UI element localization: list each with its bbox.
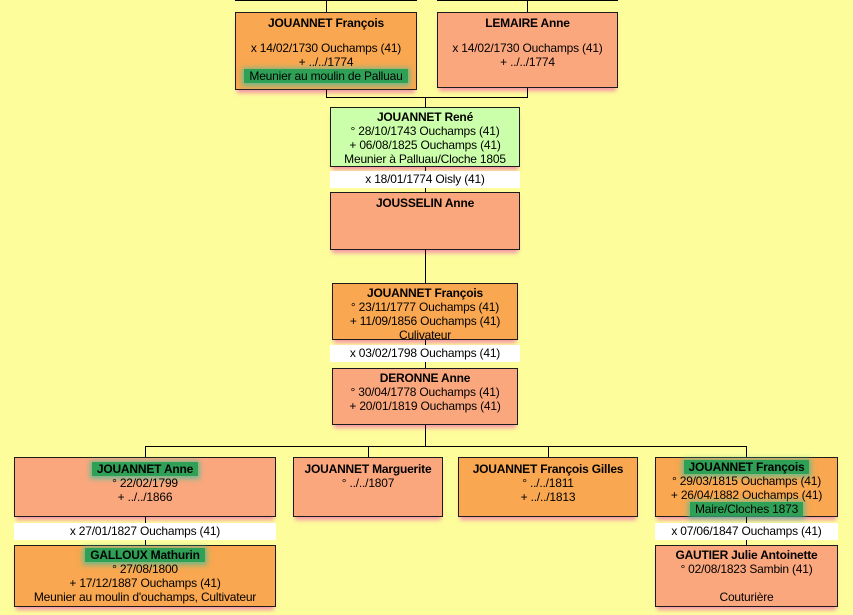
person-name: JOUANNET René (376, 110, 474, 124)
person-death-date: + 17/12/1887 Ouchamps (41) (69, 576, 221, 590)
person-occupation: Couturière (719, 590, 774, 604)
person-name: GAUTIER Julie Antoinette (675, 548, 818, 562)
person-box-deronne-anne[interactable]: DERONNE Anne ° 30/04/1778 Ouchamps (41) … (332, 368, 518, 425)
person-name: JOUANNET François Gilles (472, 462, 624, 476)
person-box-jouannet-francois-1730[interactable]: JOUANNET François x 14/02/1730 Ouchamps … (235, 12, 417, 90)
connector-line (425, 97, 426, 107)
person-box-gautier-julie-antoinette[interactable]: GAUTIER Julie Antoinette ° 02/08/1823 Sa… (655, 545, 838, 607)
connector-line (326, 97, 528, 98)
marriage-date: x 07/06/1847 Ouchamps (41) (671, 524, 822, 538)
person-birth-date: ° 23/11/1777 Ouchamps (41) (350, 300, 500, 314)
person-name: JOUSSELIN Anne (375, 196, 475, 210)
person-box-jousselin-anne[interactable]: JOUSSELIN Anne (330, 192, 520, 250)
connector-line (746, 446, 747, 457)
connector-line (326, 0, 327, 12)
person-birth-date: ° 22/02/1799 (112, 476, 178, 490)
connector-line (368, 446, 369, 457)
marriage-date: x 27/01/1827 Ouchamps (41) (69, 524, 221, 538)
person-box-galloux-mathurin[interactable]: GALLOUX Mathurin ° 27/08/1800 + 17/12/18… (14, 545, 276, 607)
person-name: DERONNE Anne (379, 371, 471, 385)
connector-line (326, 90, 327, 97)
connector-line (425, 167, 426, 171)
person-death-date: + ../../1813 (520, 490, 576, 504)
person-marriage-date: x 14/02/1730 Ouchamps (41) (250, 41, 402, 55)
connector-line (425, 250, 426, 283)
person-birth-date: ° 29/03/1815 Ouchamps (41) (671, 474, 822, 488)
person-death-date: + ../../1774 (500, 55, 555, 69)
person-box-jouannet-anne[interactable]: JOUANNET Anne ° 22/02/1799 + ../../1866 (14, 457, 276, 517)
person-box-lemaire-anne[interactable]: LEMAIRE Anne x 14/02/1730 Ouchamps (41) … (437, 12, 618, 88)
connector-line (425, 188, 426, 192)
green-highlight: Maire/Cloches 1873 (689, 502, 804, 516)
person-death-date: + 06/08/1825 Ouchamps (41) (349, 138, 501, 152)
person-name: LEMAIRE Anne (485, 16, 570, 30)
person-name: GALLOUX Mathurin (15, 548, 275, 562)
person-birth-date: ° ../../1811 (522, 476, 574, 490)
connector-line (527, 88, 528, 97)
marriage-box-1827[interactable]: x 27/01/1827 Ouchamps (41) (14, 523, 276, 540)
person-name: JOUANNET Anne (15, 462, 275, 476)
spacer (438, 30, 617, 41)
person-death-date: + ../../1774 (298, 55, 354, 69)
person-box-jouannet-francois-1777[interactable]: JOUANNET François ° 23/11/1777 Ouchamps … (332, 283, 518, 342)
connector-line (746, 517, 747, 523)
person-birth-date: ° 27/08/1800 (112, 562, 178, 576)
person-box-jouannet-francois-gilles[interactable]: JOUANNET François Gilles ° ../../1811 + … (458, 457, 638, 517)
green-highlight: Meunier au moulin de Palluau (244, 69, 408, 83)
person-birth-date: ° 28/10/1743 Ouchamps (41) (350, 124, 500, 138)
connector-line (527, 0, 528, 12)
connector-line (145, 540, 146, 545)
blank-line (656, 576, 837, 590)
person-name: JOUANNET François (367, 286, 483, 300)
person-name: JOUANNET François (268, 16, 384, 30)
person-occupation: Meunier au moulin d'ouchamps, Cultivateu… (33, 590, 257, 604)
spacer (236, 30, 416, 41)
person-death-date: + 26/04/1882 Ouchamps (41) (670, 488, 823, 502)
connector-line (548, 446, 549, 457)
person-death-date: + ../../1866 (117, 490, 173, 504)
person-occupation: Culivateur (398, 328, 452, 342)
person-birth-date: ° 30/04/1778 Ouchamps (41) (350, 385, 500, 399)
person-occupation: Maire/Cloches 1873 (656, 502, 837, 516)
marriage-date: x 03/02/1798 Ouchamps (41) (349, 346, 501, 360)
connector-line (425, 425, 426, 446)
marriage-box-1847[interactable]: x 07/06/1847 Ouchamps (41) (655, 523, 838, 540)
connector-line (145, 517, 146, 523)
green-highlight: JOUANNET Anne (91, 462, 199, 476)
marriage-date: x 18/01/1774 Oisly (41) (365, 172, 485, 186)
connector-line (145, 446, 747, 447)
connector-line (425, 362, 426, 368)
connector-line (145, 446, 146, 457)
green-highlight: JOUANNET François (683, 460, 810, 474)
person-occupation: Meunier au moulin de Palluau (236, 69, 416, 83)
green-highlight: GALLOUX Mathurin (85, 548, 205, 562)
person-death-date: + 20/01/1819 Ouchamps (41) (349, 399, 501, 413)
person-box-jouannet-marguerite[interactable]: JOUANNET Marguerite ° ../../1807 (293, 457, 443, 517)
person-name: JOUANNET François (656, 460, 837, 474)
person-death-date: + 11/09/1856 Ouchamps (41) (349, 314, 501, 328)
marriage-box-1798[interactable]: x 03/02/1798 Ouchamps (41) (330, 345, 520, 362)
person-box-jouannet-rene[interactable]: JOUANNET René ° 28/10/1743 Ouchamps (41)… (330, 107, 520, 167)
person-birth-date: ° 02/08/1823 Sambin (41) (680, 562, 813, 576)
person-marriage-date: x 14/02/1730 Ouchamps (41) (452, 41, 603, 55)
marriage-box-1774[interactable]: x 18/01/1774 Oisly (41) (330, 171, 520, 188)
person-birth-date: ° ../../1807 (341, 476, 395, 490)
connector-line (746, 540, 747, 545)
connector-line (425, 340, 426, 345)
person-name: JOUANNET Marguerite (304, 462, 432, 476)
person-box-jouannet-francois-1815[interactable]: JOUANNET François ° 29/03/1815 Ouchamps … (655, 457, 838, 517)
person-occupation: Meunier à Palluau/Cloche 1805 (344, 152, 506, 166)
